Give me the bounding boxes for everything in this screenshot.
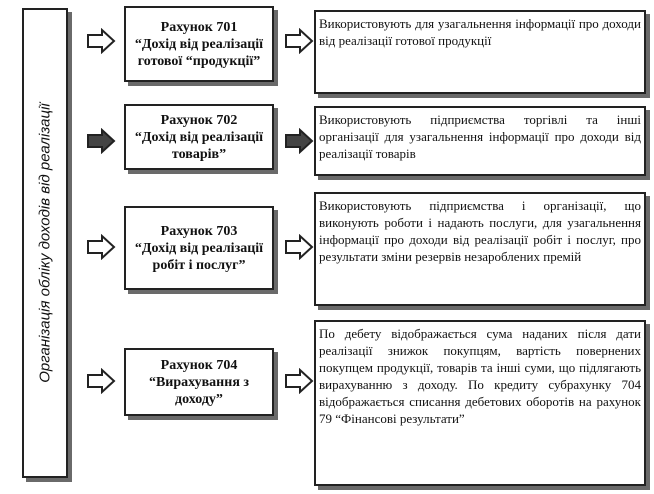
- arrow-icon: [87, 234, 116, 260]
- account-702-box: Рахунок 702 “Дохід від реалізації товарі…: [124, 104, 274, 170]
- description-text: По дебету відображається сума наданих пі…: [319, 326, 641, 426]
- account-number: Рахунок 703: [160, 223, 238, 239]
- root-label: Організація обліку доходів від реалізаці…: [36, 103, 54, 383]
- description-text: Використовують підприємства і організаці…: [319, 198, 641, 264]
- account-number: Рахунок 701: [160, 19, 238, 35]
- account-702-description: Використовують підприємства торгівлі та …: [314, 106, 646, 176]
- description-text: Використовують підприємства торгівлі та …: [319, 112, 641, 161]
- arrow-icon: [87, 368, 116, 394]
- account-name: “Дохід від реалізації готової “продукції…: [134, 36, 264, 69]
- root-box: Організація обліку доходів від реалізаці…: [22, 8, 68, 478]
- account-name: “Дохід від реалізації товарів”: [134, 129, 264, 162]
- arrow-icon: [285, 28, 314, 54]
- account-name: “Дохід від реалізації робіт і послуг”: [134, 240, 264, 273]
- account-704-description: По дебету відображається сума наданих пі…: [314, 320, 646, 486]
- arrow-icon: [285, 234, 314, 260]
- account-name: “Вирахування з доходу”: [148, 374, 250, 407]
- arrow-icon: [87, 28, 116, 54]
- account-number: Рахунок 704: [160, 357, 238, 373]
- arrow-icon: [285, 368, 314, 394]
- account-703-description: Використовують підприємства і організаці…: [314, 192, 646, 306]
- account-701-box: Рахунок 701 “Дохід від реалізації готово…: [124, 6, 274, 82]
- account-704-box: Рахунок 704 “Вирахування з доходу”: [124, 348, 274, 416]
- arrow-icon: [285, 128, 314, 154]
- account-703-box: Рахунок 703 “Дохід від реалізації робіт …: [124, 206, 274, 290]
- arrow-icon: [87, 128, 116, 154]
- description-text: Використовують для узагальнення інформац…: [319, 16, 641, 48]
- account-number: Рахунок 702: [160, 112, 238, 128]
- account-701-description: Використовують для узагальнення інформац…: [314, 10, 646, 94]
